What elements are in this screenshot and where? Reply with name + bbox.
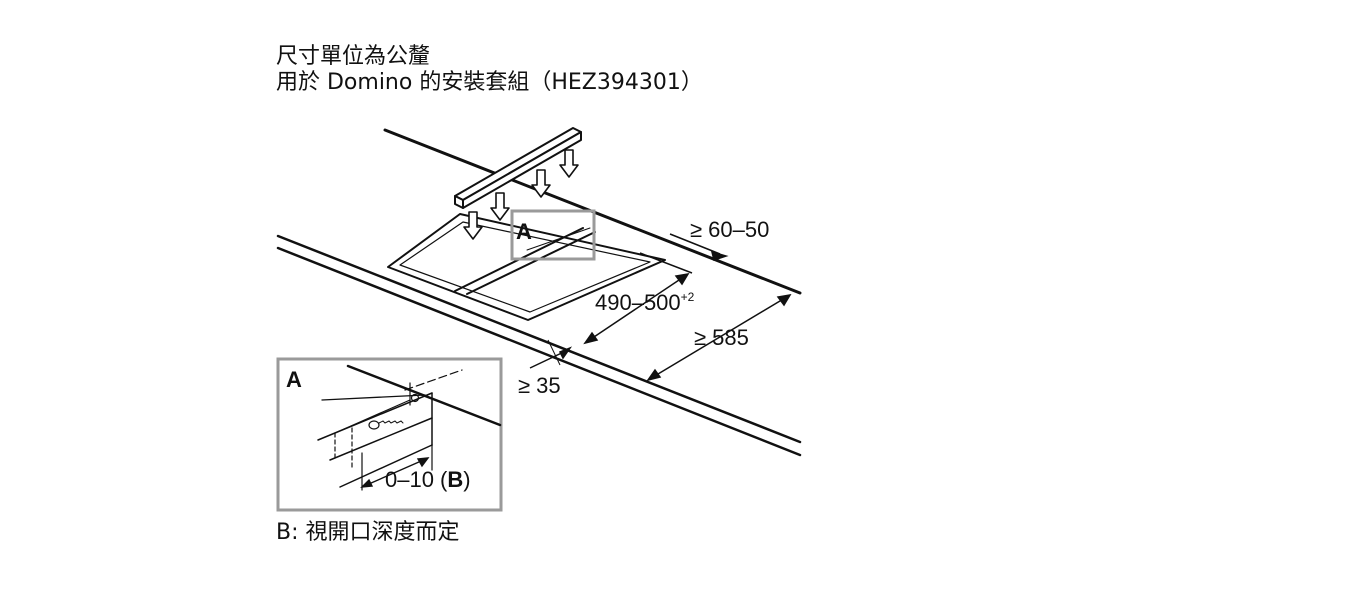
dim-label-cutout-sup: +2 [681,290,695,304]
arrow-head [583,331,599,345]
inset-bracket-2 [329,417,433,461]
dim-line-front-ext [547,339,561,366]
arrow-down-icon [463,211,483,240]
inset-label: A [286,367,302,392]
inset-dim-label: 0–10 (B) [385,467,471,492]
arrow-down-icon [490,192,510,221]
dim-line-back [669,233,721,255]
dim-label-cutout: 490–500+2 [595,290,695,315]
dim-label-total-depth: ≥ 585 [694,325,749,350]
inset-bracket-front-top [334,399,411,434]
cutout-rail-2 [466,231,596,295]
arrow-head [710,250,729,261]
screw-hole-icon [410,393,420,403]
detail-highlight-box [510,209,596,261]
dim-label-back-depth: ≥ 60–50 [690,217,769,242]
arrow-head [674,272,690,286]
arrow-head [416,457,430,468]
bracket-bar-side [462,131,582,209]
dim-line-cutout [584,273,689,344]
arrow-head [646,368,662,382]
dim-label-front: ≥ 35 [518,373,561,398]
inset-bracket-3 [339,444,433,488]
countertop-front-edge-top [276,234,802,444]
inset-bracket-top [321,394,426,401]
arrow-head [360,478,374,488]
diagram-title-units: 尺寸單位為公釐 [276,44,431,69]
cutout-rail-3 [526,227,591,251]
cutout-inner [399,221,651,313]
dim-line-cutout-ext-1 [639,252,693,274]
footnote: B: 視開口深度而定 [276,520,460,545]
diagram-title-kit: 用於 Domino 的安裝套組（HEZ394301） [276,70,703,95]
inset-detail-a: A 0–10 (B) [276,357,503,512]
arrow-down-icon [559,149,579,178]
arrow-down-icon [531,169,551,198]
inset-dim-line [361,457,429,488]
cutout-outer [387,213,666,321]
detail-box-label: A [516,219,532,244]
arrow-head [776,293,792,307]
arrow-head [558,346,573,360]
countertop-front-edge-bottom [276,246,802,457]
screw-icon [368,420,380,430]
dim-line-total [647,294,791,381]
screw-thread [378,420,404,424]
inset-screw-axis [404,369,463,391]
inset-frame [276,357,503,512]
